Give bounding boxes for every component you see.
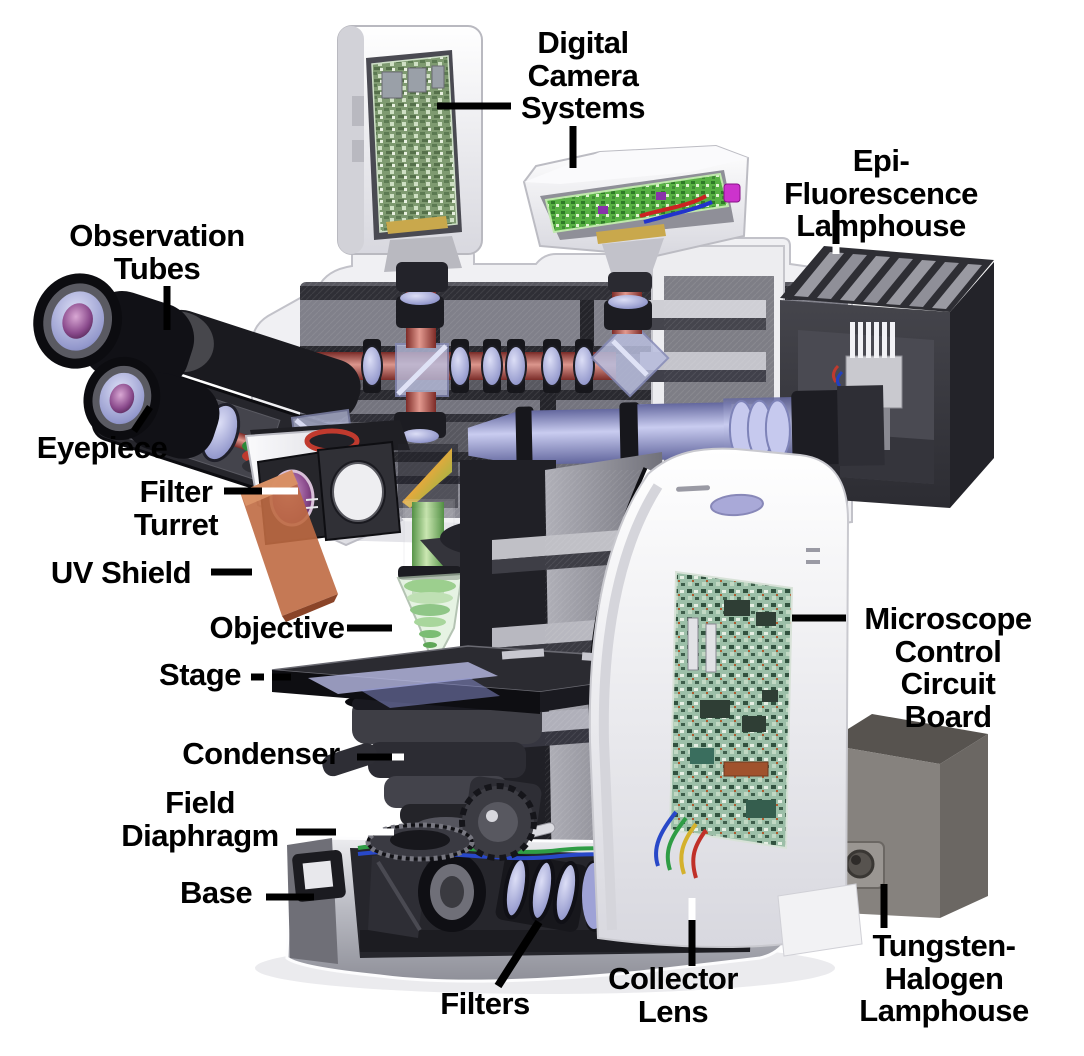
label-microscope-control-circuit-board: Microscope Control Circuit Board	[864, 601, 1032, 734]
label-digital-camera-systems: Digital Camera Systems	[520, 25, 646, 126]
label-objective: Objective	[209, 610, 345, 645]
observation-tubes-art	[33, 273, 361, 510]
label-tungsten-halogen-lamphouse: Tungsten- Halogen Lamphouse	[859, 928, 1029, 1029]
label-collector-lens: Collector Lens	[608, 961, 738, 1029]
label-filters: Filters	[440, 986, 530, 1021]
circuit-board-art	[654, 570, 794, 879]
label-uv-shield: UV Shield	[50, 555, 192, 590]
condenser-gear	[459, 776, 542, 861]
label-condenser: Condenser	[182, 736, 340, 771]
tungsten-lamphouse-art	[824, 714, 988, 918]
epi-illumination-tube	[467, 385, 885, 467]
horizontal-camera-art	[522, 144, 750, 292]
label-epi-fluorescence-lamphouse: Epi-Fluorescence Lamphouse	[784, 143, 978, 244]
epi-lamp-burner	[831, 322, 903, 450]
lamp-white-block	[777, 883, 863, 957]
label-base: Base	[179, 875, 253, 910]
label-field-diaphragm: Field Diaphragm	[121, 785, 279, 853]
vertical-camera-art	[337, 25, 483, 292]
leader-lines	[131, 102, 888, 989]
label-observation-tubes: Observation Tubes	[69, 218, 245, 286]
base-filters	[495, 852, 588, 932]
label-eyepiece: Eyepiece	[36, 430, 168, 465]
label-filter-turret: Filter Turret	[133, 474, 219, 542]
label-stage: Stage	[159, 657, 241, 692]
